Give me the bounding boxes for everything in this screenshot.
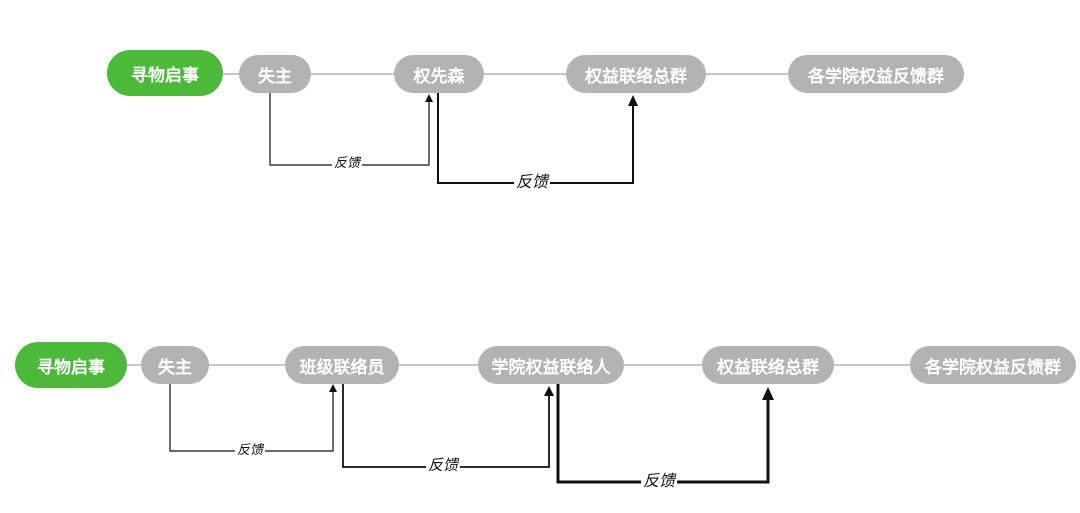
feedback-label: 反馈 <box>332 156 363 171</box>
feedback-arrow <box>342 384 554 468</box>
node-college-feedback-group: 各学院权益反馈群 <box>910 346 1076 384</box>
feedback-arrow <box>556 384 774 484</box>
node-rights-main-group: 权益联络总群 <box>702 346 834 384</box>
feedback-label: 反馈 <box>235 443 266 458</box>
feedback-label: 反馈 <box>514 172 551 191</box>
node-lost-notice: 寻物启事 <box>15 342 127 388</box>
feedback-label: 反馈 <box>641 471 678 490</box>
node-college-feedback-group: 各学院权益反馈群 <box>788 55 964 93</box>
node-college-rights-liaison: 学院权益联络人 <box>478 346 624 384</box>
connector-line <box>190 73 930 75</box>
flow-top: 寻物启事 失主 权先森 权益联络总群 各学院权益反馈群 反馈 反馈 <box>0 0 1080 200</box>
node-rights-main-group: 权益联络总群 <box>566 55 706 93</box>
node-class-liaison: 班级联络员 <box>285 346 399 384</box>
node-quan-xian-sen: 权先森 <box>394 55 484 93</box>
node-owner: 失主 <box>141 346 209 384</box>
node-lost-notice: 寻物启事 <box>107 50 223 96</box>
node-owner: 失主 <box>239 55 311 93</box>
feedback-arrow <box>169 384 337 452</box>
feedback-label: 反馈 <box>426 456 461 474</box>
